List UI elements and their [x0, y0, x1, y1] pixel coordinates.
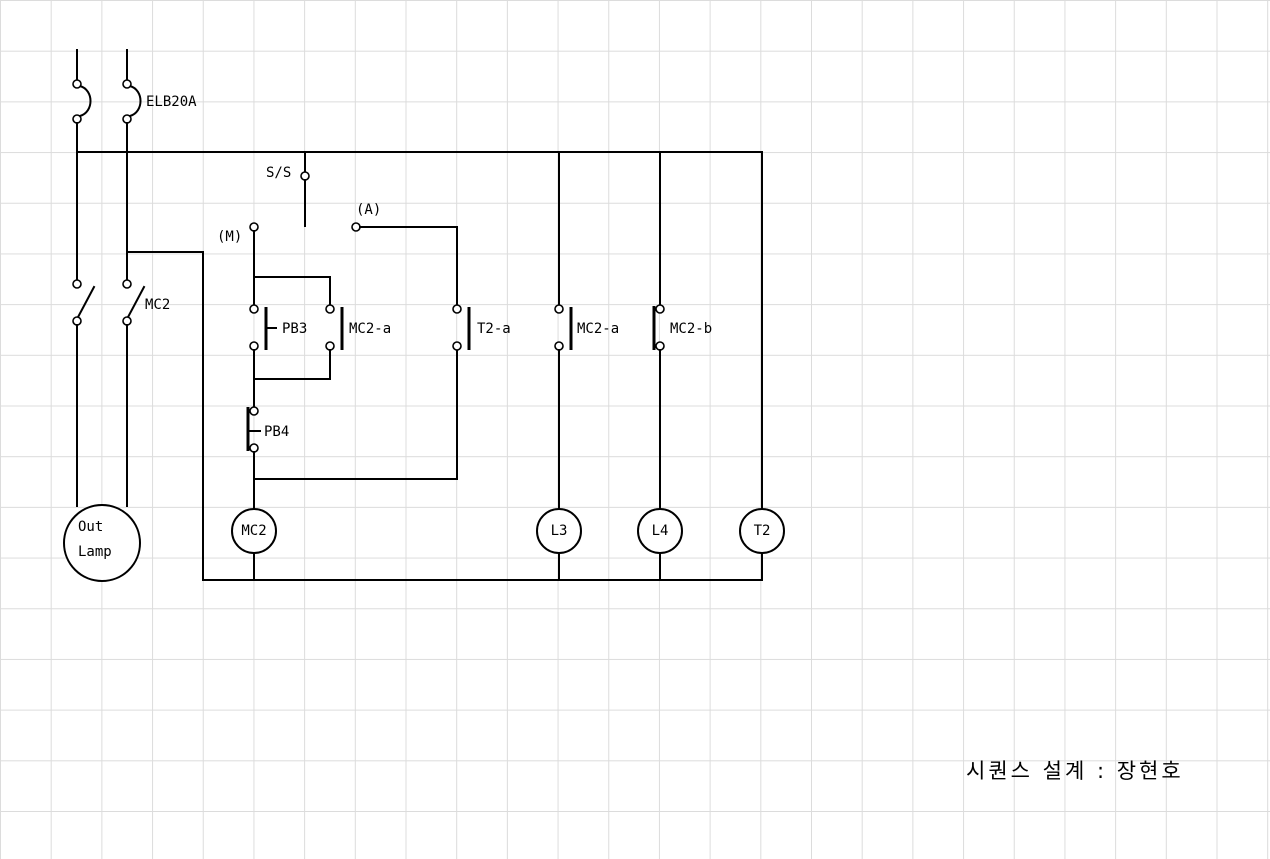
manual-branch — [246, 230, 458, 510]
pb3-label: PB3 — [282, 321, 307, 337]
author-credit: 시퀀스 설계 : 장현호 — [966, 759, 1184, 783]
a-position-label: (A) — [356, 202, 381, 218]
out-lamp-coil — [63, 504, 141, 582]
elb-breaker — [72, 49, 142, 281]
mc2-coil-label: MC2 — [241, 523, 266, 539]
elb-label: ELB20A — [146, 94, 197, 110]
pb4-label: PB4 — [264, 424, 289, 440]
mc2a-1-label: MC2-a — [349, 321, 391, 337]
l4-lamp-label: L4 — [652, 523, 669, 539]
l4-lamp — [637, 508, 683, 554]
l3-lamp — [536, 508, 582, 554]
selector-switch — [249, 151, 458, 306]
return-wire — [126, 251, 204, 581]
l3-lamp-label: L3 — [551, 523, 568, 539]
t2a-label: T2-a — [477, 321, 511, 337]
l3-branch — [554, 151, 573, 510]
mc2a-2-label: MC2-a — [577, 321, 619, 337]
l4-branch — [652, 151, 665, 510]
mc2-coil — [231, 508, 277, 554]
ss-label: S/S — [266, 165, 291, 181]
m-position-label: (M) — [217, 229, 242, 245]
t2-timer-label: T2 — [754, 523, 771, 539]
mc2-main-contacts — [72, 279, 146, 507]
mc2-main-label: MC2 — [145, 297, 170, 313]
t2-timer-coil — [739, 508, 785, 554]
mc2b-label: MC2-b — [670, 321, 712, 337]
t2a-contact — [452, 304, 471, 351]
out-lamp-label-line2: Lamp — [78, 544, 112, 560]
out-lamp-label-line1: Out — [78, 519, 103, 535]
